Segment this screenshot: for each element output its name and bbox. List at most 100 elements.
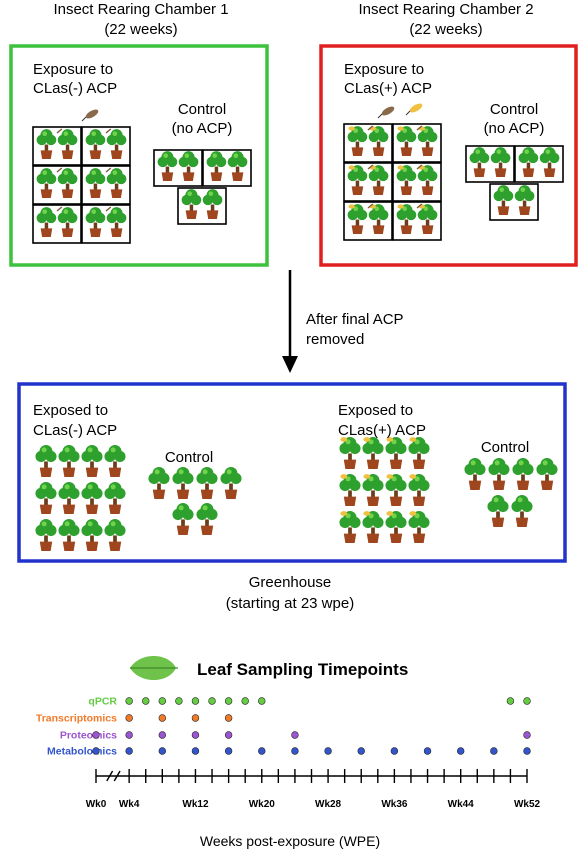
sampling-point: [125, 714, 133, 722]
sampling-point: [191, 697, 200, 705]
chamber2-title: Insect Rearing Chamber 2: [358, 1, 533, 18]
chamber2-control-label: Control: [490, 101, 538, 118]
tree-plant-icon: [408, 511, 430, 543]
infection-symptom-icon: [409, 474, 417, 479]
sampling-point: [241, 697, 249, 705]
psyllid-mark: [416, 125, 423, 131]
tree-plant-icon: [347, 126, 368, 157]
greenhouse-control-left: Control: [165, 449, 213, 466]
sampling-point: [142, 697, 150, 705]
tree-plant-icon: [85, 207, 106, 238]
tree-plant-icon: [36, 129, 57, 160]
tree-plant-icon: [385, 437, 407, 469]
plant-cage: [177, 187, 227, 225]
tree-plant-icon: [85, 129, 106, 160]
tree-plant-icon: [104, 445, 126, 477]
axis-tick-label: Wk36: [381, 799, 408, 810]
tree-plant-icon: [106, 129, 127, 160]
tree-plant-icon: [206, 151, 227, 182]
tree-plant-icon: [368, 165, 389, 196]
transfer-note-line1: After final ACP: [306, 311, 404, 328]
sampling-point: [423, 747, 432, 755]
tree-plant-icon: [81, 482, 103, 514]
axis-break-mark: [113, 770, 121, 782]
greenhouse-exposed-pos-label: Exposed to: [338, 402, 413, 419]
tree-plant-icon: [417, 165, 438, 196]
chamber2-duration: (22 weeks): [409, 21, 482, 38]
tree-plant-icon: [396, 204, 417, 235]
sampling-point: [158, 747, 167, 755]
plant-cage: [343, 123, 393, 163]
axis-tick-label: Wk4: [119, 799, 140, 810]
sampling-point: [291, 731, 299, 739]
tree-plant-icon: [181, 189, 202, 220]
plant-cage: [81, 165, 131, 205]
tree-plant-icon: [385, 511, 407, 543]
sampling-point: [92, 731, 100, 739]
sampling-row-label: qPCR: [88, 696, 117, 708]
tree-plant-icon: [408, 474, 430, 506]
tree-plant-icon: [385, 474, 407, 506]
greenhouse-exposed-neg-label: Exposed to: [33, 402, 108, 419]
chamber1-exposure-label: Exposure to: [33, 61, 113, 78]
tree-plant-icon: [539, 147, 560, 178]
plant-cage: [32, 204, 82, 244]
infection-symptom-icon: [363, 511, 371, 516]
sampling-row-label: Proteomics: [60, 730, 117, 742]
chamber1-control-label: Control: [178, 101, 226, 118]
tree-plant-icon: [36, 207, 57, 238]
sampling-timeline: qPCRTranscriptomicsProteomicsMetabolomic…: [36, 696, 541, 811]
sampling-point: [523, 697, 531, 705]
axis-tick-label: Wk20: [249, 799, 276, 810]
infection-symptom-icon: [386, 437, 394, 442]
psyllid-icon: [377, 106, 395, 119]
plant-cage: [514, 145, 564, 183]
tree-plant-icon: [368, 126, 389, 157]
chamber1-frame: [9, 44, 269, 267]
tree-plant-icon: [347, 165, 368, 196]
psyllid-mark: [367, 203, 374, 209]
sampling-point: [224, 697, 233, 705]
sampling-point: [258, 747, 266, 755]
chamber2-exposure-label: Exposure to: [344, 61, 424, 78]
plant-cage: [153, 149, 203, 187]
tree-plant-icon: [518, 147, 539, 178]
chamber1-exposure-agent: CLas(-) ACP: [33, 80, 117, 97]
plant-cage: [392, 162, 442, 202]
sampling-point: [390, 747, 399, 755]
sampling-point: [224, 714, 233, 722]
tree-plant-icon: [536, 458, 558, 490]
plant-cage: [81, 204, 131, 244]
sampling-point: [523, 731, 531, 739]
tree-plant-icon: [464, 458, 486, 490]
tree-plant-icon: [417, 126, 438, 157]
sampling-point: [357, 747, 365, 755]
greenhouse-caption-note: (starting at 23 wpe): [226, 595, 354, 612]
infection-symptom-icon: [348, 126, 355, 131]
infection-symptom-icon: [363, 437, 371, 442]
sampling-point: [92, 747, 100, 755]
plant-cage: [489, 183, 539, 221]
plant-cage: [392, 201, 442, 241]
greenhouse-caption: Greenhouse: [249, 574, 332, 591]
sampling-point: [158, 697, 167, 705]
tree-plant-icon: [58, 445, 80, 477]
axis-tick-label: Wk0: [86, 799, 107, 810]
sampling-point: [191, 731, 200, 739]
tree-plant-icon: [417, 204, 438, 235]
tree-plant-icon: [81, 519, 103, 551]
tree-plant-icon: [104, 519, 126, 551]
tree-plant-icon: [362, 437, 384, 469]
sampling-point: [158, 731, 167, 739]
infection-symptom-icon: [397, 204, 404, 209]
sampling-point: [224, 731, 233, 739]
axis-tick-label: Wk44: [448, 799, 475, 810]
chamber2-control-note: (no ACP): [484, 120, 545, 137]
plant-cage: [32, 165, 82, 205]
plant-cage: [32, 126, 82, 166]
tree-plant-icon: [178, 151, 199, 182]
psyllid-mark: [105, 167, 112, 173]
sampling-point: [224, 747, 233, 755]
